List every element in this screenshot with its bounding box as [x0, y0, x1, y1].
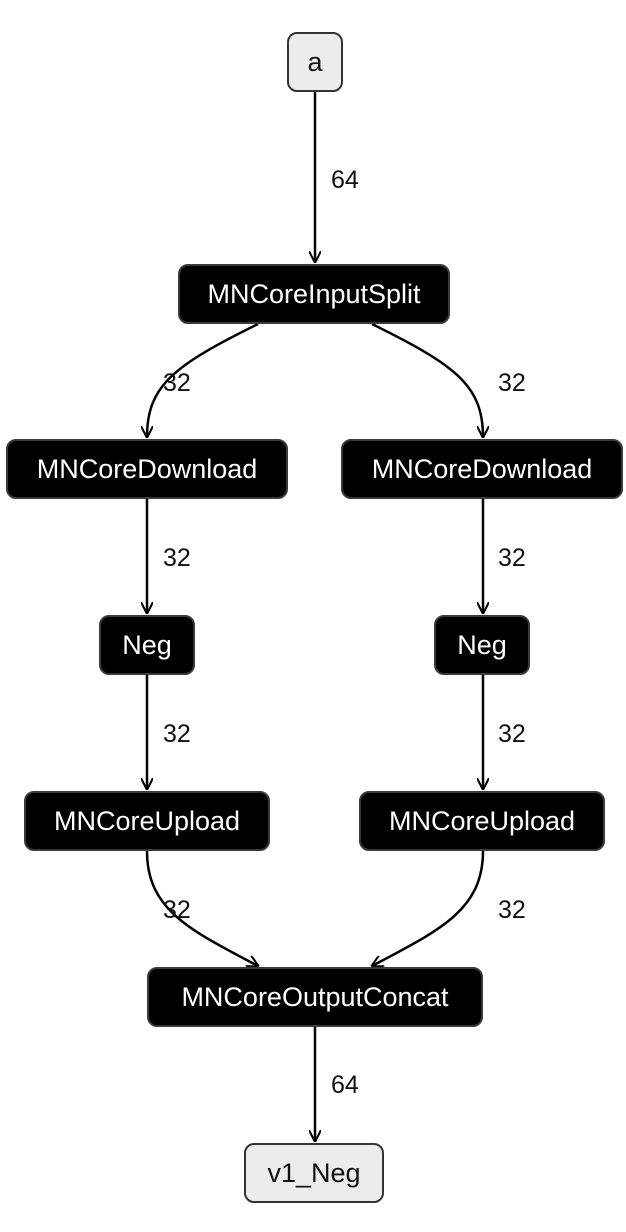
- edge-label-split-to-download-left: 32: [163, 369, 191, 397]
- node-output-concat[interactable]: MNCoreOutputConcat: [147, 967, 483, 1027]
- node-neg-left[interactable]: Neg: [99, 615, 195, 675]
- edge-label-neg-right-to-upload-right: 32: [498, 720, 526, 748]
- edge-label-split-to-download-right: 32: [498, 369, 526, 397]
- node-output-v1-neg[interactable]: v1_Neg: [244, 1143, 384, 1203]
- edge-label-upload-right-to-concat: 32: [498, 896, 526, 924]
- edge-split-to-download-right: [371, 322, 483, 437]
- edge-label-download-left-to-neg-left: 32: [163, 544, 191, 572]
- node-input-split[interactable]: MNCoreInputSplit: [178, 264, 450, 324]
- edge-upload-right-to-concat: [372, 850, 485, 966]
- edge-upload-left-to-concat: [145, 850, 258, 966]
- node-upload-left[interactable]: MNCoreUpload: [24, 791, 270, 851]
- edge-label-concat-to-output: 64: [331, 1071, 359, 1099]
- edge-label-upload-left-to-concat: 32: [163, 896, 191, 924]
- node-input-a[interactable]: a: [287, 32, 343, 92]
- edge-label-neg-left-to-upload-left: 32: [163, 720, 191, 748]
- node-download-left[interactable]: MNCoreDownload: [6, 439, 288, 499]
- node-neg-right[interactable]: Neg: [434, 615, 530, 675]
- edge-split-to-download-left: [147, 322, 259, 437]
- edge-label-a-to-split: 64: [331, 166, 359, 194]
- node-upload-right[interactable]: MNCoreUpload: [359, 791, 605, 851]
- edge-label-download-right-to-neg-right: 32: [498, 544, 526, 572]
- node-download-right[interactable]: MNCoreDownload: [341, 439, 623, 499]
